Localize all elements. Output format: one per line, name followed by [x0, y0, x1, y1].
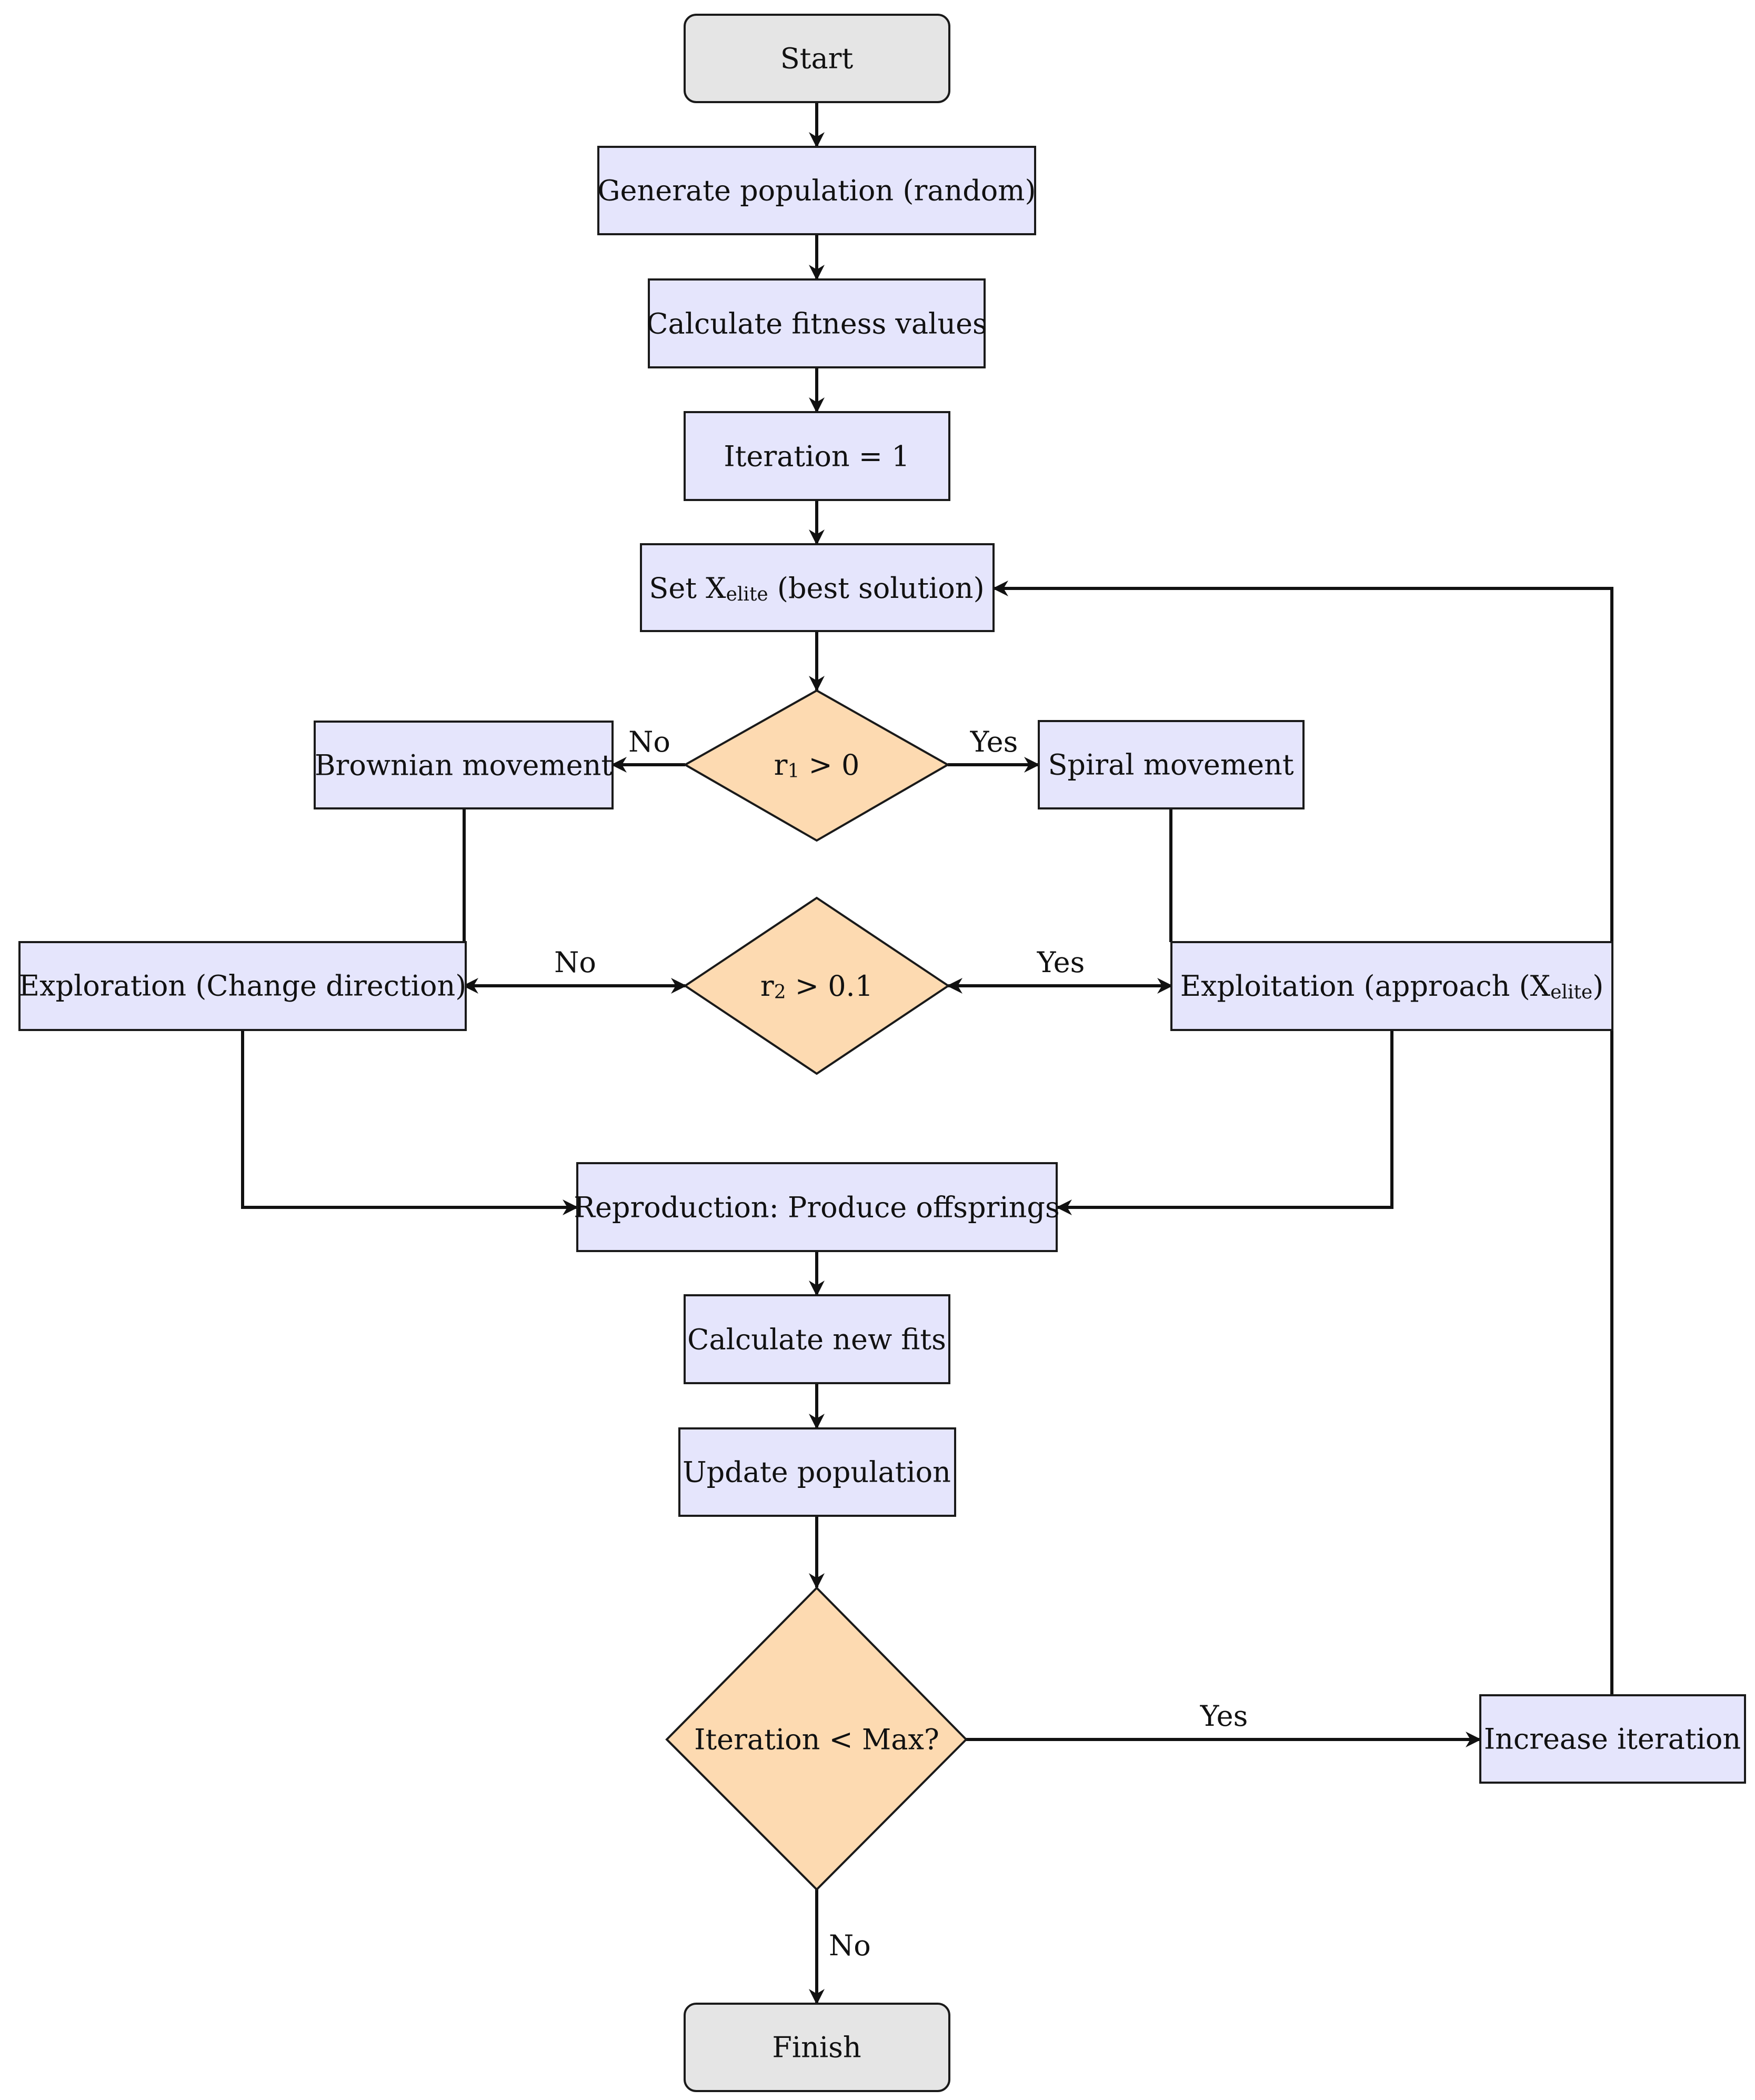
- increase-iteration-label: Increase iteration: [1484, 1723, 1741, 1756]
- edge-exploration-reproduction: [241, 1030, 578, 1215]
- node-increase-iteration: Increase iteration: [1479, 1694, 1746, 1784]
- iteration-init-label: Iteration = 1: [724, 440, 909, 473]
- node-brownian: Brownian movement: [314, 721, 614, 809]
- r2-no-label: No: [554, 946, 596, 979]
- edges: [241, 103, 1613, 2005]
- decision-r2-label: r2 > 0.1: [760, 969, 873, 1003]
- decision-iteration-label: Iteration < Max?: [694, 1723, 939, 1756]
- r2-yes-label: Yes: [1037, 946, 1085, 979]
- iter-yes-label: Yes: [1200, 1699, 1248, 1733]
- spiral-label: Spiral movement: [1048, 748, 1293, 782]
- generate-population-box: [597, 146, 1036, 235]
- node-decision-r2: r2 > 0.1: [683, 896, 950, 1075]
- node-decision-r1: r1 > 0: [683, 689, 950, 842]
- set-elite-label: Set Xelite (best solution): [649, 572, 984, 605]
- exploration-label: Exploration (Change direction): [19, 969, 467, 1003]
- finish-terminal: [684, 2003, 950, 2092]
- start-label: Start: [780, 42, 854, 75]
- new-fits-box: [684, 1294, 950, 1384]
- node-generate-population: Generate population (random): [597, 146, 1036, 235]
- node-exploitation: Exploitation (approach (Xelite): [1170, 941, 1613, 1031]
- iteration-init-box: [684, 411, 950, 501]
- node-iteration-init: Iteration = 1: [684, 411, 950, 501]
- node-finish: Finish: [684, 2003, 950, 2092]
- edge-increase-elite-loop: [992, 581, 1613, 1695]
- exploration-box: [18, 941, 467, 1031]
- iter-no-label: No: [829, 1929, 871, 1962]
- edge-labels: No Yes No Yes Yes No: [554, 725, 1248, 1962]
- node-set-elite: Set Xelite (best solution): [640, 543, 995, 632]
- brownian-box: [314, 721, 614, 809]
- exploitation-box: [1170, 941, 1613, 1031]
- brownian-label: Brownian movement: [315, 749, 613, 782]
- node-update-population: Update population: [678, 1427, 956, 1517]
- spiral-box: [1038, 720, 1305, 809]
- node-new-fits: Calculate new fits: [684, 1294, 950, 1384]
- calculate-fitness-label: Calculate fitness values: [646, 307, 987, 341]
- r1-yes-label: Yes: [970, 725, 1018, 758]
- exploitation-label: Exploitation (approach (Xelite): [1180, 969, 1604, 1003]
- edge-exploitation-reproduction: [1056, 1030, 1393, 1215]
- set-elite-box: [640, 543, 995, 632]
- decision-iteration-diamond: [665, 1586, 968, 1891]
- update-population-label: Update population: [683, 1456, 951, 1489]
- decision-r1-label: r1 > 0: [774, 748, 860, 782]
- r1-no-label: No: [628, 725, 670, 758]
- decision-r1-diamond: [683, 689, 950, 842]
- calculate-fitness-box: [648, 278, 986, 368]
- node-start: Start: [684, 14, 950, 103]
- finish-label: Finish: [772, 2031, 861, 2064]
- generate-population-label: Generate population (random): [597, 174, 1036, 207]
- start-terminal: [684, 14, 950, 103]
- update-population-box: [678, 1427, 956, 1517]
- increase-iteration-box: [1479, 1694, 1746, 1784]
- node-reproduction: Reproduction: Produce offsprings: [574, 1162, 1060, 1252]
- reproduction-box: [576, 1162, 1058, 1252]
- reproduction-label: Reproduction: Produce offsprings: [574, 1191, 1059, 1224]
- node-calculate-fitness: Calculate fitness values: [646, 278, 987, 368]
- new-fits-label: Calculate new fits: [687, 1323, 946, 1356]
- node-exploration: Exploration (Change direction): [18, 941, 467, 1031]
- node-decision-iteration: Iteration < Max?: [665, 1586, 968, 1891]
- node-spiral: Spiral movement: [1038, 720, 1305, 809]
- decision-r2-diamond: [683, 896, 950, 1075]
